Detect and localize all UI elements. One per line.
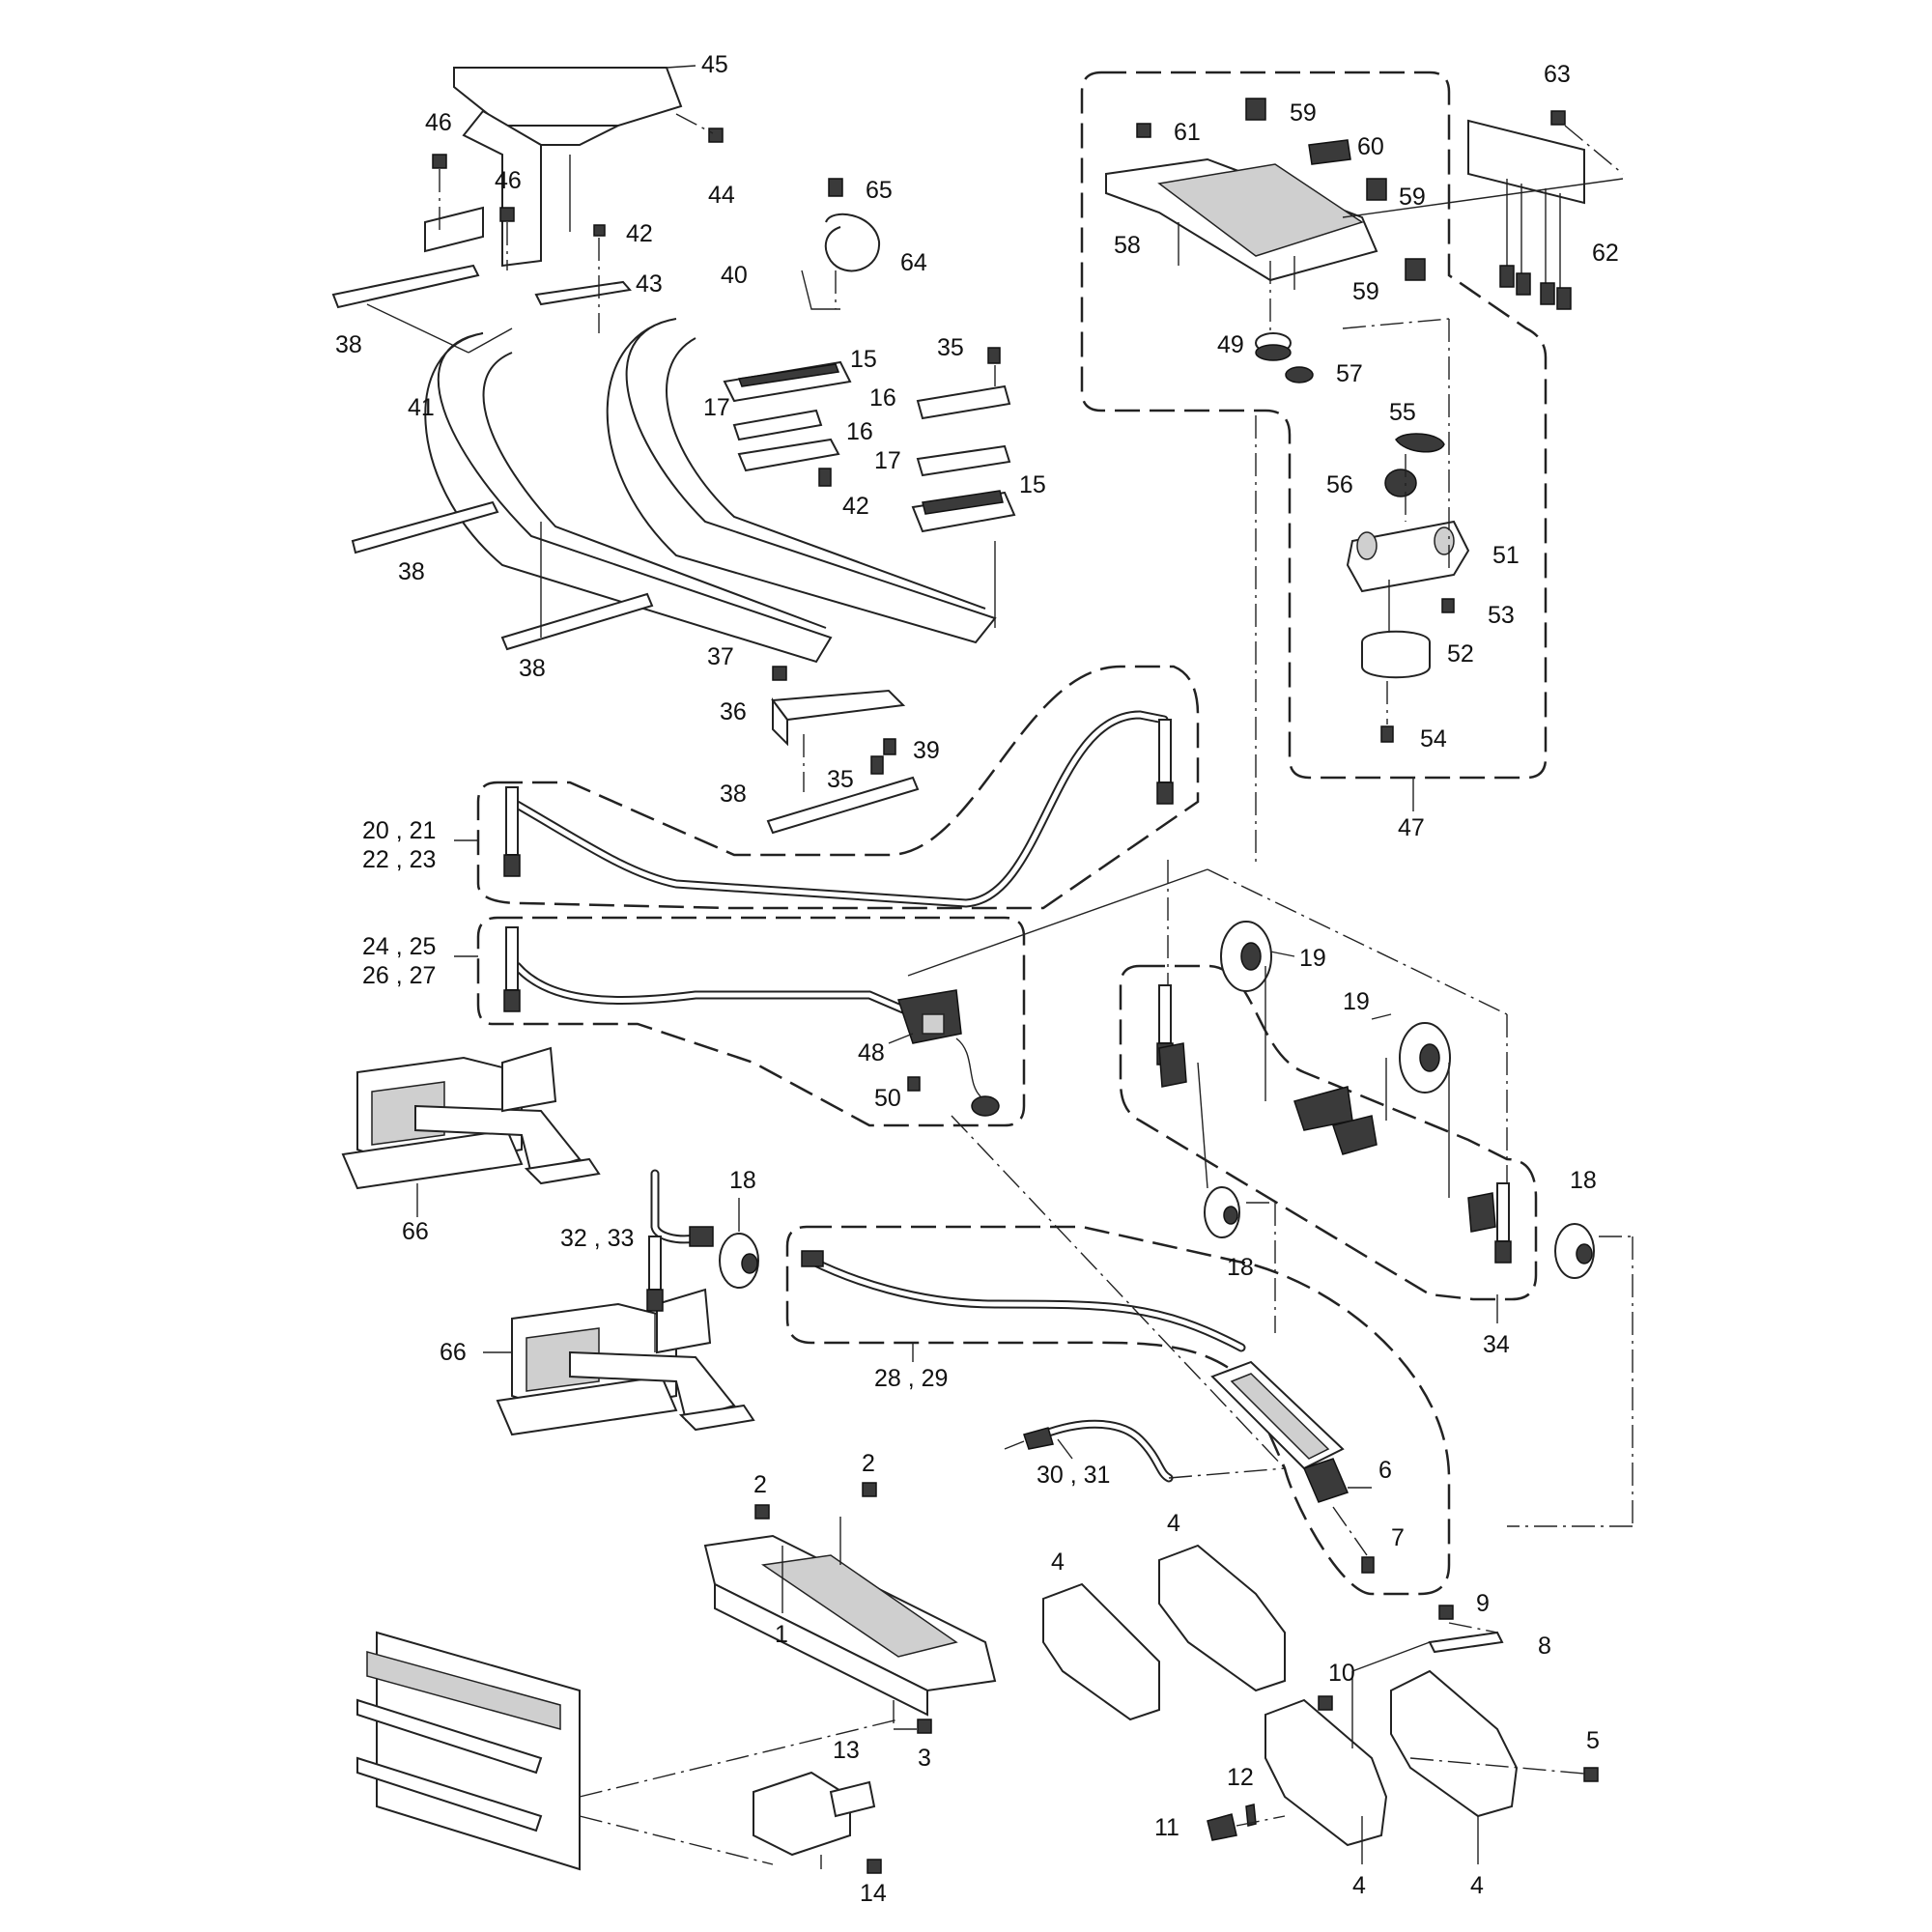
sensor-plate-assembly — [1080, 71, 1624, 865]
supply-tube-assembly — [785, 1115, 1451, 1596]
callout-38: 38 — [398, 558, 425, 585]
callout-55: 55 — [1389, 399, 1416, 426]
callout-13: 13 — [833, 1737, 860, 1764]
callout-16: 16 — [869, 384, 896, 412]
callout-14: 14 — [860, 1880, 887, 1907]
callout-7: 7 — [1391, 1524, 1405, 1551]
callout-43: 43 — [636, 270, 663, 298]
ink-tube-assembly — [454, 665, 1208, 1127]
callout-38: 38 — [720, 781, 747, 808]
callout-19: 19 — [1299, 945, 1326, 972]
callout-59: 59 — [1399, 184, 1426, 211]
callout-labels: 45 46 46 44 42 43 38 41 38 38 65 64 40 1… — [335, 51, 1619, 1907]
callout-24-25: 24 , 25 — [362, 933, 436, 960]
callout-4: 4 — [1470, 1872, 1484, 1899]
callout-59: 59 — [1352, 278, 1379, 305]
callout-11: 11 — [1154, 1814, 1179, 1841]
print-head-assembly — [341, 1046, 759, 1436]
callout-61: 61 — [1174, 119, 1201, 146]
callout-18: 18 — [1227, 1254, 1254, 1281]
callout-42: 42 — [626, 220, 653, 247]
callout-40: 40 — [721, 262, 748, 289]
callout-49: 49 — [1217, 331, 1244, 358]
callout-46: 46 — [425, 109, 452, 136]
callout-38: 38 — [519, 655, 546, 682]
callout-52: 52 — [1447, 640, 1474, 668]
callout-32-33: 32 , 33 — [560, 1225, 634, 1252]
callout-6: 6 — [1378, 1457, 1392, 1484]
callout-28-29: 28 , 29 — [874, 1365, 948, 1392]
callout-35: 35 — [937, 334, 964, 361]
callout-9: 9 — [1476, 1590, 1490, 1617]
callout-66: 66 — [402, 1218, 429, 1245]
callout-56: 56 — [1326, 471, 1353, 498]
callout-2: 2 — [862, 1450, 875, 1477]
callout-1: 1 — [775, 1621, 788, 1648]
callout-48: 48 — [858, 1039, 885, 1066]
callout-16: 16 — [846, 418, 873, 445]
callout-22-23: 22 , 23 — [362, 846, 436, 873]
callout-57: 57 — [1336, 360, 1363, 387]
callout-59: 59 — [1290, 99, 1317, 127]
callout-63: 63 — [1544, 61, 1571, 88]
callout-47: 47 — [1398, 814, 1425, 841]
callout-62: 62 — [1592, 240, 1619, 267]
callout-35: 35 — [827, 766, 854, 793]
callout-4: 4 — [1352, 1872, 1366, 1899]
callout-5: 5 — [1586, 1727, 1600, 1754]
callout-17: 17 — [874, 447, 901, 474]
callout-8: 8 — [1538, 1633, 1551, 1660]
cover-assembly — [331, 65, 1016, 835]
callout-10: 10 — [1328, 1660, 1355, 1687]
callout-4: 4 — [1167, 1510, 1180, 1537]
callout-38: 38 — [335, 331, 362, 358]
callout-45: 45 — [701, 51, 728, 78]
callout-17: 17 — [703, 394, 730, 421]
callout-53: 53 — [1488, 602, 1515, 629]
callout-12: 12 — [1227, 1764, 1254, 1791]
callout-18: 18 — [1570, 1167, 1597, 1194]
callout-54: 54 — [1420, 725, 1447, 753]
callout-20-21: 20 , 21 — [362, 817, 436, 844]
callout-15: 15 — [850, 346, 877, 373]
callout-36: 36 — [720, 698, 747, 725]
callout-41: 41 — [408, 394, 435, 421]
callout-30-31: 30 , 31 — [1037, 1462, 1110, 1489]
callout-50: 50 — [874, 1085, 901, 1112]
callout-2: 2 — [753, 1471, 767, 1498]
callout-18: 18 — [729, 1167, 756, 1194]
callout-58: 58 — [1114, 232, 1141, 259]
callout-37: 37 — [707, 643, 734, 670]
frame-assembly — [356, 1482, 1599, 1874]
callout-46: 46 — [495, 167, 522, 194]
callout-34: 34 — [1483, 1331, 1510, 1358]
callout-15: 15 — [1019, 471, 1046, 498]
callout-19: 19 — [1343, 988, 1370, 1015]
callout-60: 60 — [1357, 133, 1384, 160]
callout-66: 66 — [440, 1339, 467, 1366]
callout-42: 42 — [842, 493, 869, 520]
callout-64: 64 — [900, 249, 927, 276]
callout-39: 39 — [913, 737, 940, 764]
callout-65: 65 — [866, 177, 893, 204]
damper-assembly — [1119, 860, 1634, 1527]
callout-44: 44 — [708, 182, 735, 209]
callout-26-27: 26 , 27 — [362, 962, 436, 989]
callout-51: 51 — [1492, 542, 1520, 569]
callout-4: 4 — [1051, 1548, 1065, 1576]
callout-3: 3 — [918, 1745, 931, 1772]
